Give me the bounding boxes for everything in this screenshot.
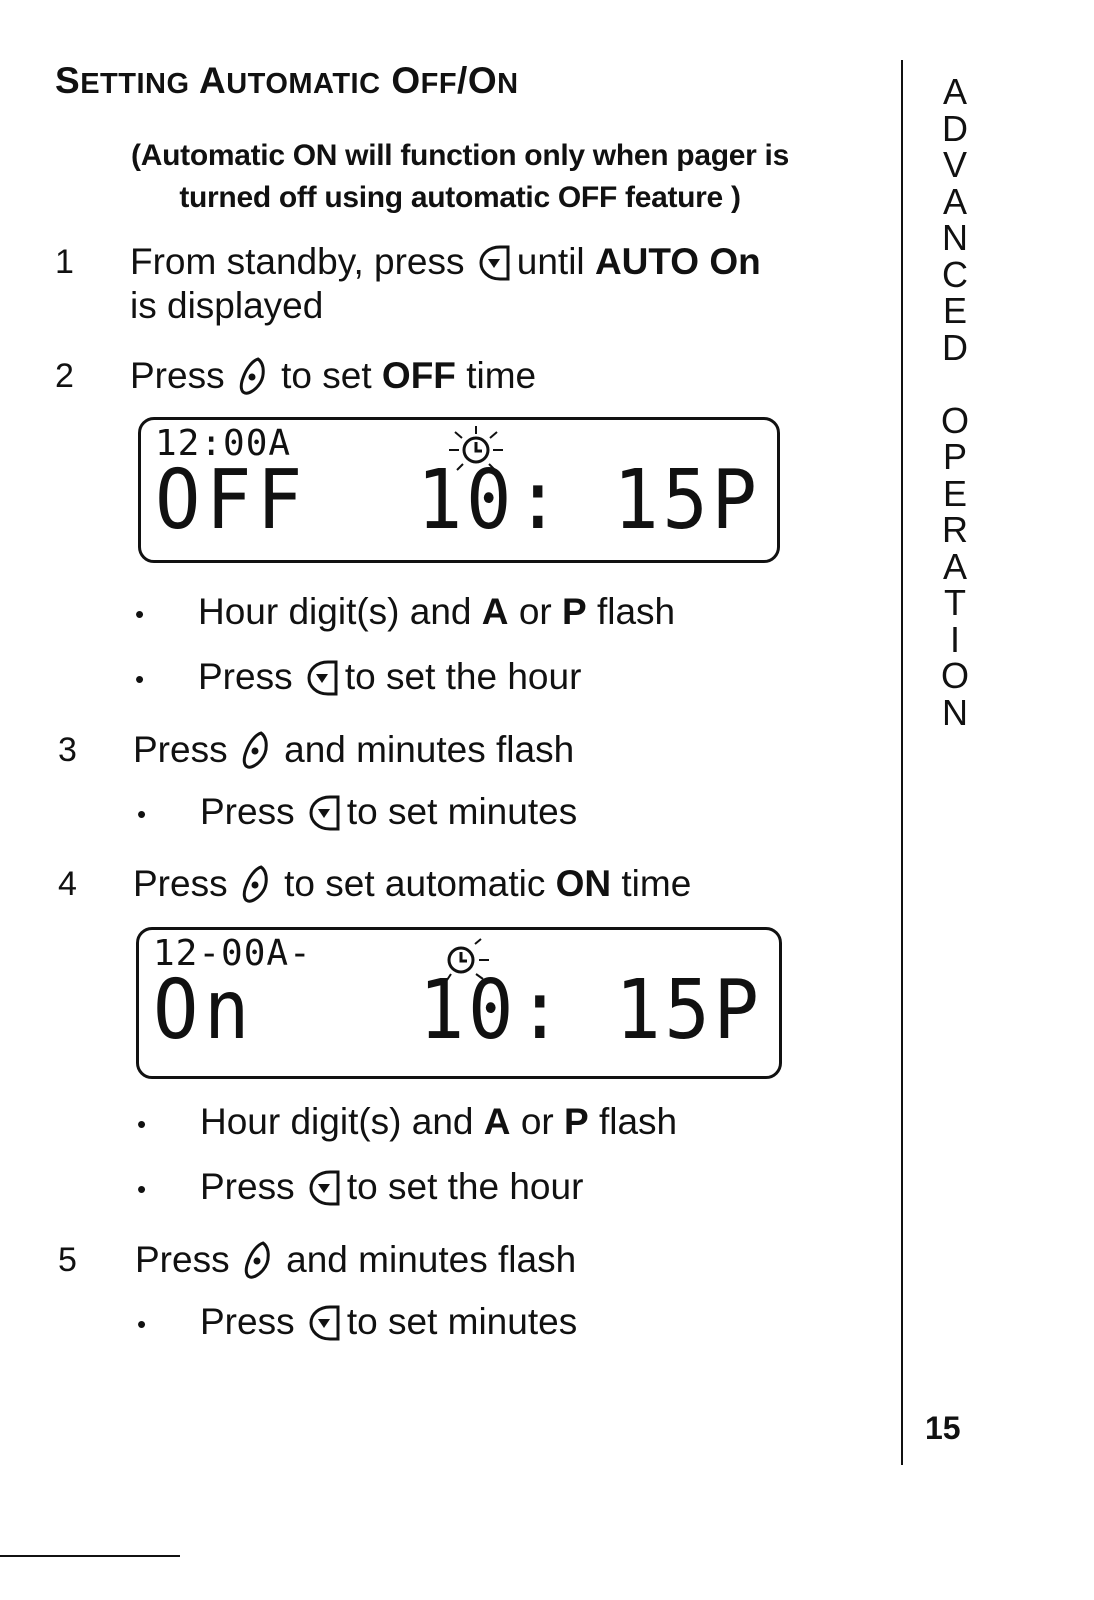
bullet-text: Press to set minutes [200, 790, 577, 842]
step-5-text: Press and minutes flash [135, 1238, 576, 1290]
step-number: 2 [55, 357, 74, 395]
step-4-text: Press to set automatic ON time [133, 862, 691, 914]
bullet-text: Hour digit(s) and A or P flash [198, 591, 676, 632]
margin-rule [901, 60, 903, 1465]
scroll-button-icon [308, 794, 344, 842]
lcd-word: On [153, 963, 255, 1058]
bullet-text: Hour digit(s) and A or P flash [200, 1101, 678, 1142]
bullet: • [137, 1309, 147, 1339]
scroll-button-icon [306, 659, 342, 707]
bullet: • [137, 799, 147, 829]
step-3-text: Press and minutes flash [133, 728, 574, 780]
bullet: • [135, 664, 145, 694]
footer-rule [0, 1555, 180, 1557]
lcd-word: OFF [155, 453, 308, 548]
select-button-icon [241, 864, 271, 914]
step-number: 5 [58, 1241, 77, 1279]
lcd-time: 10: 15P [419, 963, 763, 1058]
bullet: • [137, 1174, 147, 1204]
section-title: SETTING AUTOMATIC OFF/ON [55, 60, 519, 101]
bullet: • [137, 1109, 147, 1139]
clock-icon [431, 934, 501, 995]
lcd-small-time: 12:00A [155, 423, 292, 464]
step-number: 1 [55, 243, 74, 281]
select-button-icon [238, 356, 268, 406]
note-line-2: turned off using automatic OFF feature ) [179, 181, 741, 214]
bullet-text: Press to set minutes [200, 1300, 577, 1352]
step-1-text: From standby, press until AUTO On [130, 240, 761, 292]
lcd-time: 10: 15P [417, 453, 761, 548]
lcd-small-time: 12-00A- [153, 933, 312, 974]
step-number: 4 [58, 865, 77, 903]
step-2-text: Press to set OFF time [130, 354, 536, 406]
note-line-1: (Automatic ON will function only when pa… [131, 139, 789, 172]
select-button-icon [243, 1240, 273, 1290]
lcd-display-on: 12-00A- On 10: 15P [136, 927, 782, 1079]
step-1-text-2: is displayed [130, 285, 324, 326]
scroll-button-icon [308, 1304, 344, 1352]
bullet: • [135, 599, 145, 629]
bullet-text: Press to set the hour [198, 655, 581, 707]
page-number: 15 [925, 1410, 961, 1446]
scroll-button-icon [478, 244, 514, 292]
note: (Automatic ON will function only when pa… [55, 135, 865, 219]
lcd-display-off: 12:00A OFF 10: 15P [138, 417, 780, 563]
bullet-text: Press to set the hour [200, 1165, 583, 1217]
scroll-button-icon [308, 1169, 344, 1217]
step-number: 3 [58, 731, 77, 769]
clock-icon [441, 424, 511, 485]
select-button-icon [241, 730, 271, 780]
